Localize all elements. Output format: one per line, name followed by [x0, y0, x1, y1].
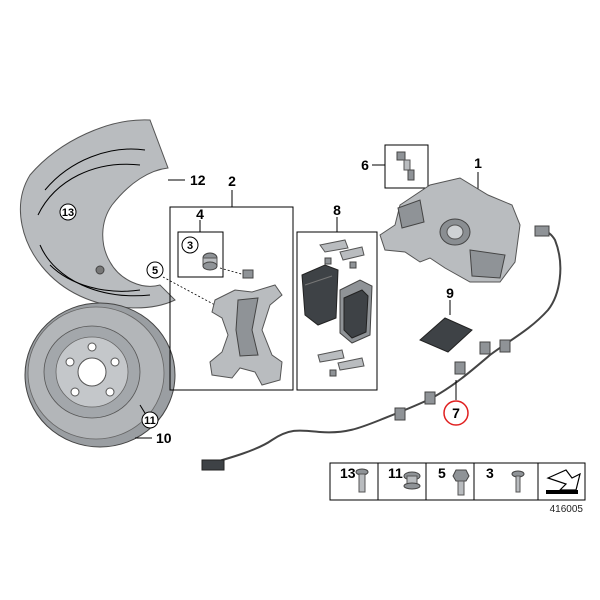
reference-number: 416005	[550, 504, 584, 515]
label-2: 2	[228, 173, 236, 189]
flanged-bolt-icon	[403, 471, 421, 490]
protective-cap[interactable]	[419, 317, 473, 353]
callout-circle-5	[146, 261, 164, 279]
brake-disc[interactable]	[24, 302, 176, 448]
legend-frame	[329, 462, 586, 501]
pad-clips-bottom[interactable]	[317, 349, 365, 377]
legend-num-13: 13	[340, 465, 356, 481]
flat-head-screw-icon	[355, 468, 369, 493]
assembly-line	[219, 267, 246, 276]
label-5: 5	[152, 265, 158, 277]
box-part-6	[384, 144, 429, 189]
label-4: 4	[196, 206, 204, 222]
sensor-tip[interactable]	[534, 225, 550, 237]
bleeder-valve[interactable]	[396, 151, 415, 181]
callout-circle-3	[181, 236, 199, 254]
brake-caliper[interactable]	[379, 177, 521, 283]
label-7: 7	[452, 405, 460, 421]
label-1: 1	[474, 155, 482, 171]
fastener-legend: 13 11 5 3	[329, 462, 586, 501]
small-screw-icon	[511, 470, 525, 493]
leader-5	[162, 276, 216, 306]
bolt-5[interactable]	[242, 269, 254, 279]
sensor-plug[interactable]	[201, 459, 225, 471]
pad-clips-top[interactable]	[319, 239, 365, 269]
label-9: 9	[446, 285, 454, 301]
callout-circle-11	[141, 411, 159, 429]
reference-arrow-icon	[546, 469, 581, 494]
legend-num-11: 11	[388, 465, 403, 481]
hex-bolt-icon	[452, 469, 470, 496]
cable-clips[interactable]	[394, 339, 511, 421]
label-10: 10	[156, 430, 172, 446]
label-12: 12	[190, 172, 206, 188]
splash-shield[interactable]	[19, 119, 176, 309]
label-6: 6	[361, 157, 369, 173]
highlight-circle-7	[443, 400, 469, 426]
guide-bushing[interactable]	[202, 252, 218, 271]
brake-pad-left[interactable]	[301, 264, 339, 326]
caliper-carrier[interactable]	[209, 284, 283, 386]
legend-num-3: 3	[486, 465, 494, 481]
brake-pad-right[interactable]	[339, 279, 373, 344]
callout-circle-13	[59, 203, 77, 221]
label-13: 13	[62, 207, 74, 219]
legend-num-5: 5	[438, 465, 446, 481]
label-11: 11	[144, 415, 156, 427]
label-8: 8	[333, 202, 341, 218]
label-3: 3	[187, 240, 193, 252]
